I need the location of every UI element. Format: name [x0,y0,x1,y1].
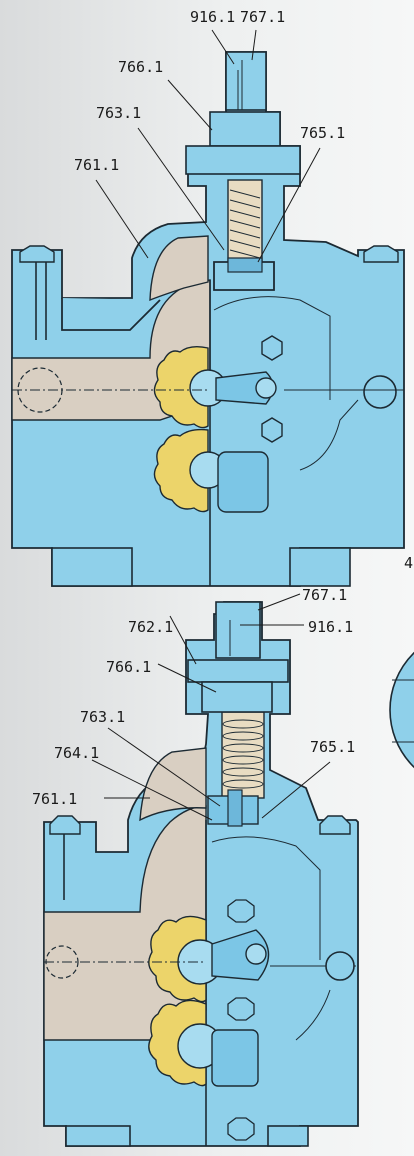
label-767-1-bottom: 767.1 [302,586,347,604]
bottom-section-view: 767.1 762.1 916.1 766.1 763.1 764.1 765.… [32,586,359,1147]
label-766-1-bottom: 766.1 [106,658,151,676]
label-763-1-top: 763.1 [96,104,141,122]
label-765-1-top: 765.1 [300,124,345,142]
side-detail-circle [389,651,414,769]
label-761-1-top: 761.1 [74,156,119,174]
spring-icon [229,189,261,259]
label-764-1-bottom: 764.1 [54,744,99,762]
hex-bolt-icon [49,815,355,1141]
edge-label-4: 4 [404,554,413,572]
gear-rotor-icon [148,915,223,1087]
spring-icon [222,719,264,789]
label-762-1-bottom: 762.1 [128,618,173,636]
label-761-1-bottom: 761.1 [32,790,77,808]
label-916-1-bottom: 916.1 [308,618,353,636]
label-916-1-top: 916.1 [190,8,235,26]
label-766-1-top: 766.1 [118,58,163,76]
hex-bolt-icon [19,245,399,443]
label-765-1-bottom: 765.1 [310,738,355,756]
label-763-1-bottom: 763.1 [80,708,125,726]
top-section-view: 916.1 767.1 766.1 763.1 761.1 765.1 4 [11,8,413,587]
label-767-1-top: 767.1 [240,8,285,26]
